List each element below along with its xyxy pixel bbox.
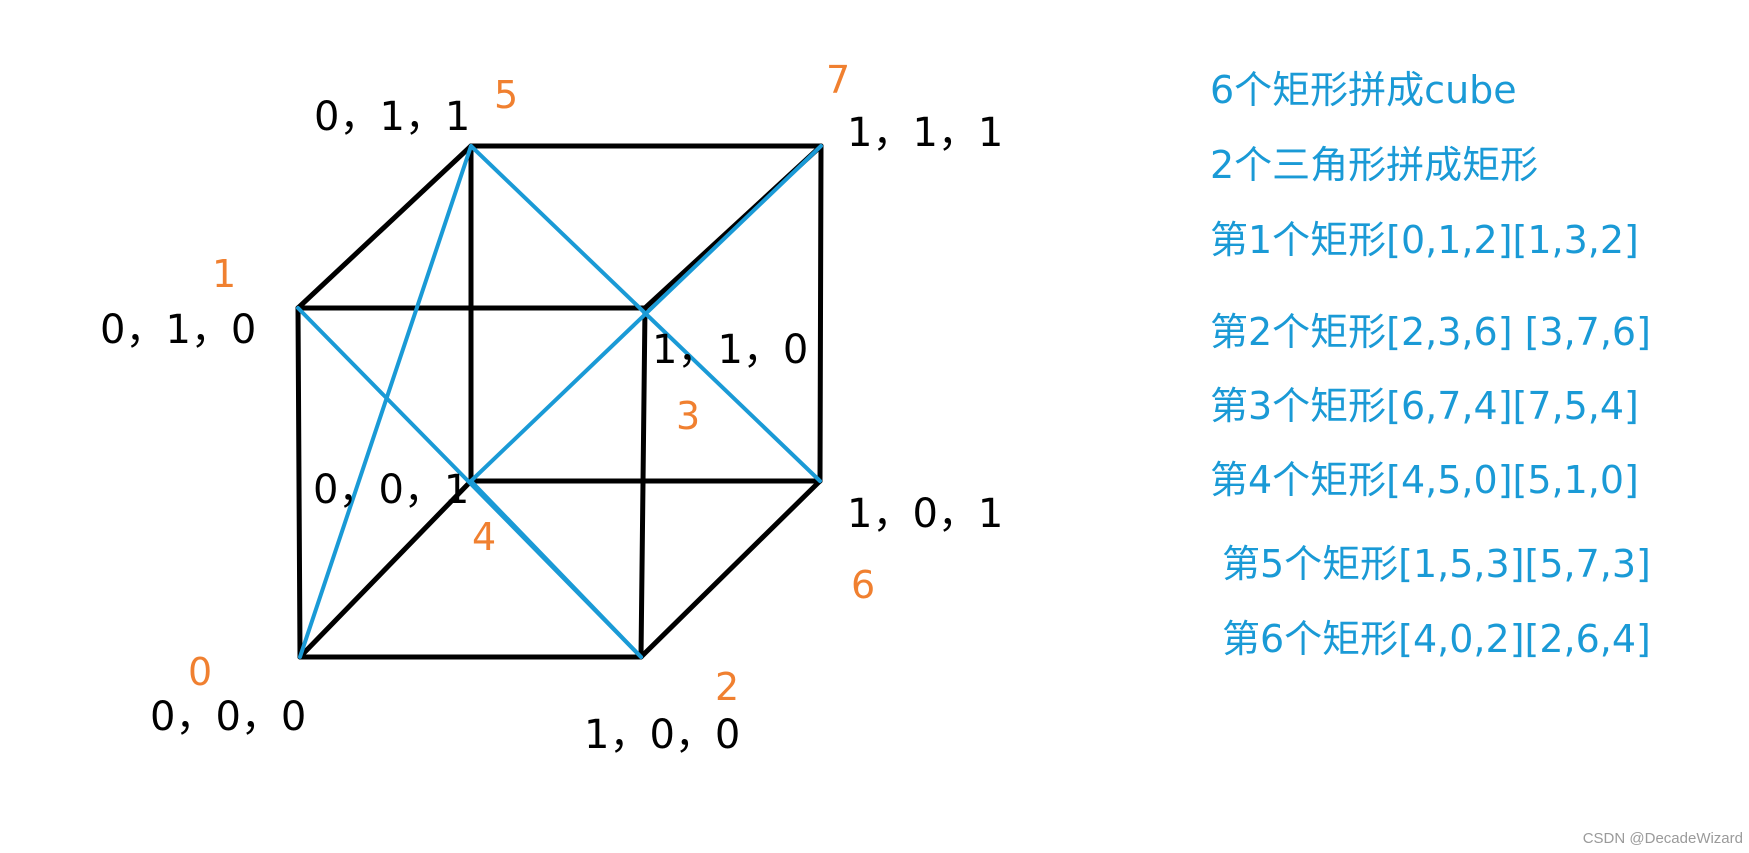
cube-edge-v2-v6	[638, 478, 823, 660]
cube-edge-v7-v6	[817, 143, 824, 484]
note-cube-from-rectangles: 6个矩形拼成cube	[1210, 68, 1517, 112]
note-rectangle-5: 第5个矩形[1,5,3][5,7,3]	[1222, 542, 1651, 586]
note-rectangle-3: 第3个矩形[6,7,4][7,5,4]	[1210, 384, 1639, 428]
diagonal-v4-v7	[469, 144, 823, 483]
vertex-coord-7: 1，1，1	[847, 110, 1003, 156]
vertex-coord-0: 0，0，0	[150, 694, 306, 740]
vertex-index-1: 1	[212, 252, 236, 296]
note-rectangle-4: 第4个矩形[4,5,0][5,1,0]	[1210, 458, 1639, 502]
cube-edges	[295, 143, 824, 660]
note-rectangle-2: 第2个矩形[2,3,6] [3,7,6]	[1210, 310, 1651, 354]
vertex-index-2: 2	[715, 665, 739, 709]
vertex-coord-5: 0，1，1	[314, 94, 470, 140]
watermark: CSDN @DecadeWizard	[1582, 830, 1743, 847]
diagonal-v4-v2	[469, 479, 643, 659]
cube-edge-v0-v1	[295, 305, 303, 660]
vertex-coord-6: 1，0，1	[847, 491, 1003, 537]
vertex-index-4: 4	[472, 515, 496, 559]
cube-edge-v0-v4	[297, 478, 474, 660]
triangle-diagonals	[296, 144, 823, 659]
vertex-coord-3: 1，1，0	[652, 327, 808, 373]
note-rectangle-1: 第1个矩形[0,1,2][1,3,2]	[1210, 218, 1639, 262]
cube-edge-v1-v5	[295, 143, 474, 311]
vertex-coord-4: 0，0，1	[313, 467, 469, 513]
vertex-coord-2: 1，0，0	[584, 712, 740, 758]
vertex-index-7: 7	[826, 58, 850, 102]
vertex-index-6: 6	[851, 563, 875, 607]
vertex-index-3: 3	[676, 394, 700, 438]
vertex-index-0: 0	[188, 650, 212, 694]
vertex-index-5: 5	[494, 73, 518, 117]
diagonal-v0-v5	[298, 144, 473, 659]
note-rectangle-6: 第6个矩形[4,0,2][2,6,4]	[1222, 617, 1651, 661]
vertex-coord-1: 0，1，0	[100, 307, 256, 353]
note-rectangle-from-triangles: 2个三角形拼成矩形	[1210, 143, 1539, 187]
